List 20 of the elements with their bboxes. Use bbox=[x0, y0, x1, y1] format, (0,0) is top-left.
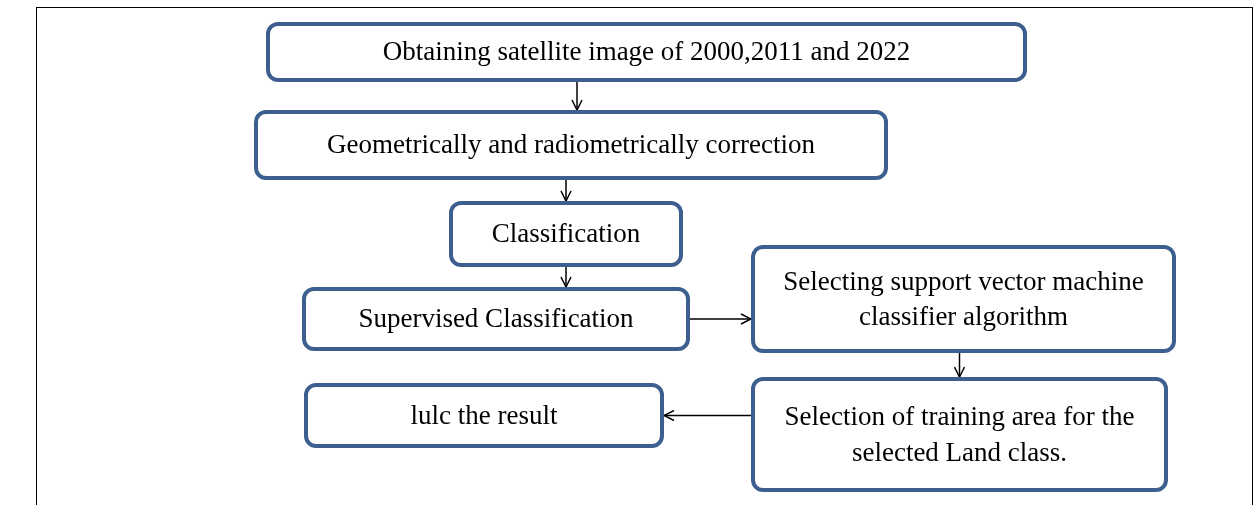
process-box bbox=[254, 110, 888, 180]
box-text: Classification bbox=[491, 217, 641, 251]
arrow bbox=[560, 179, 572, 202]
box-text: Obtaining satellite image of 2000,2011 and 2022 bbox=[382, 35, 911, 69]
box-text: Selection of training area for the selected Land class. bbox=[783, 400, 1136, 469]
box-text: Geometrically and radiometrically correction bbox=[327, 128, 815, 162]
process-box bbox=[302, 287, 690, 351]
process-box bbox=[449, 201, 683, 267]
process-box bbox=[751, 377, 1168, 492]
process-box bbox=[751, 245, 1176, 353]
box-text: Supervised Classification bbox=[358, 302, 634, 336]
box-text: Selecting support vector machine classifier algorithm bbox=[782, 264, 1145, 333]
arrow bbox=[560, 266, 572, 288]
arrow bbox=[571, 81, 583, 111]
arrow bbox=[663, 409, 752, 422]
box-text: lulc the result bbox=[410, 398, 558, 432]
arrow bbox=[689, 313, 752, 325]
arrow bbox=[953, 352, 966, 378]
process-box bbox=[304, 383, 664, 448]
process-box bbox=[266, 22, 1027, 82]
